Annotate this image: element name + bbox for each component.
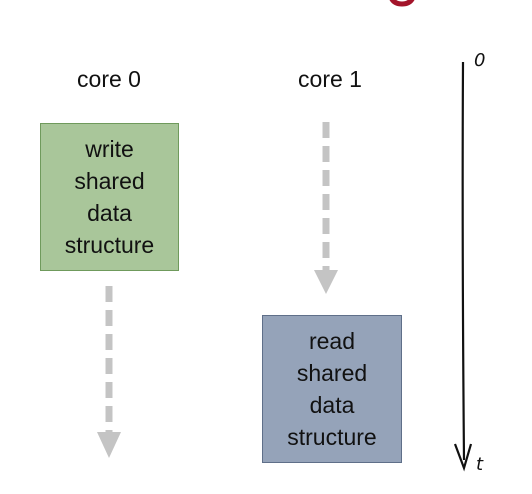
core-1-label: core 1	[298, 66, 362, 92]
write-box-line: structure	[64, 232, 155, 259]
write-shared-data-structure-box: write shared data structure	[40, 123, 179, 271]
read-shared-data-structure-box: read shared data structure	[262, 315, 402, 463]
core-0-dashed-arrow	[97, 286, 121, 458]
write-box-line: shared	[74, 167, 145, 194]
read-box-line: data	[309, 392, 355, 418]
timeline-axis: 0 t	[453, 50, 485, 475]
read-box-line: read	[308, 327, 356, 354]
write-box-line: data	[87, 200, 132, 226]
timeline-arrowhead	[453, 443, 473, 472]
core-1-dashed-arrow	[314, 122, 338, 294]
read-box-line: structure	[287, 424, 377, 451]
write-box-line: write	[85, 135, 134, 162]
core-0-label: core 0	[77, 66, 141, 92]
cropped-title-fragment	[386, 0, 426, 8]
read-box-line: shared	[296, 359, 368, 386]
timeline-start-label: 0	[474, 50, 485, 71]
timeline-line	[461, 61, 466, 461]
timeline-end-label: t	[476, 454, 484, 475]
